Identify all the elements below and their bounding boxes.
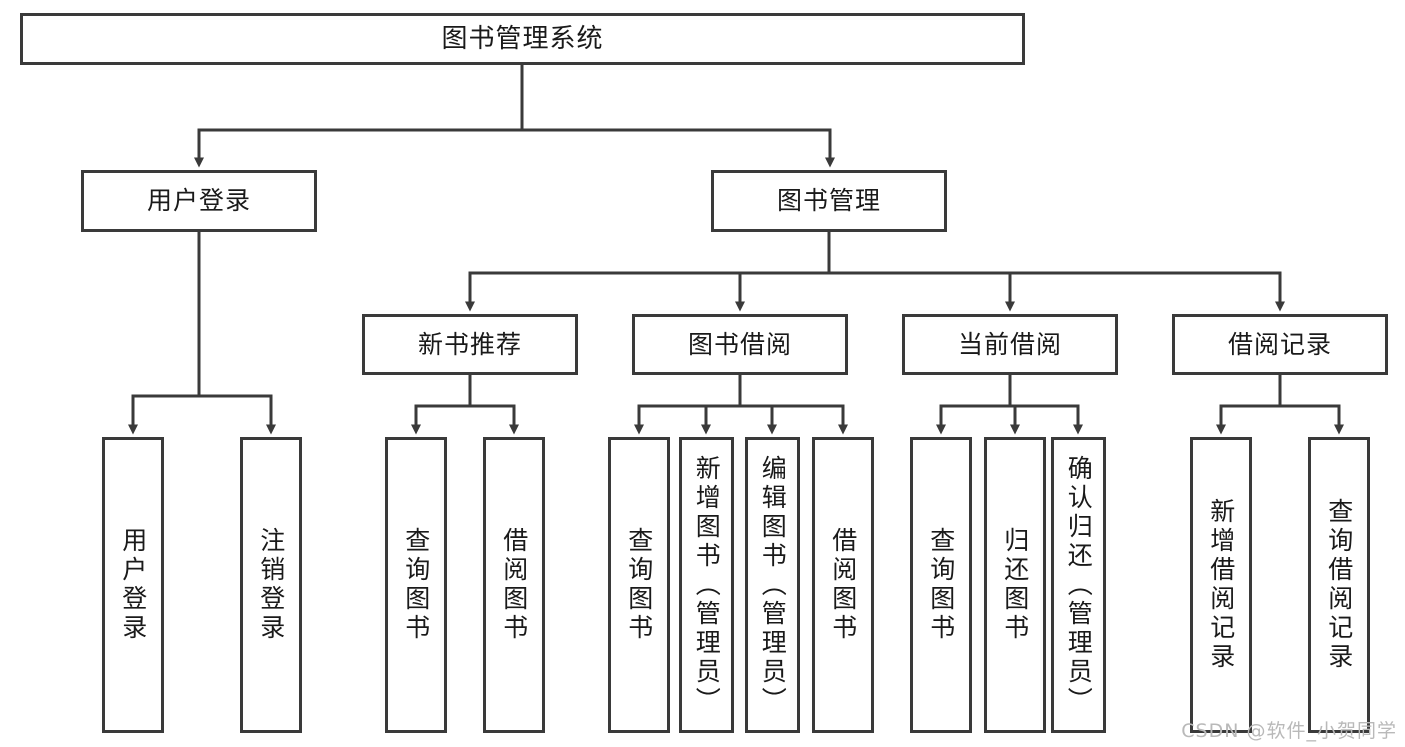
node-leaf-query-book-borrow-label: 查询图书	[624, 527, 654, 643]
node-leaf-confirm-return-admin[interactable]: 确认归还（管理员）	[1051, 437, 1106, 733]
node-leaf-borrow-book-label: 借阅图书	[828, 527, 858, 643]
csdn-watermark: CSDN @软件_小贺同学	[1181, 720, 1397, 742]
node-leaf-query-borrow-record-label: 查询借阅记录	[1324, 498, 1354, 672]
node-leaf-add-borrow-record-label: 新增借阅记录	[1206, 498, 1236, 672]
node-leaf-add-book-admin-label: 新增图书（管理员）	[692, 454, 722, 716]
node-new-book-recommend[interactable]: 新书推荐	[362, 314, 578, 375]
node-leaf-edit-book-admin[interactable]: 编辑图书（管理员）	[745, 437, 800, 733]
node-leaf-borrow-book-recommend-label: 借阅图书	[499, 527, 529, 643]
node-borrow-records[interactable]: 借阅记录	[1172, 314, 1388, 375]
node-user-login-label: 用户登录	[146, 186, 251, 216]
node-leaf-add-borrow-record[interactable]: 新增借阅记录	[1190, 437, 1252, 733]
node-leaf-user-login[interactable]: 用户登录	[102, 437, 164, 733]
node-user-login[interactable]: 用户登录	[81, 170, 317, 232]
node-leaf-query-book-recommend-label: 查询图书	[401, 527, 431, 643]
node-leaf-query-book-current[interactable]: 查询图书	[910, 437, 972, 733]
node-leaf-user-logout-label: 注销登录	[256, 527, 286, 643]
node-leaf-query-book-borrow[interactable]: 查询图书	[608, 437, 670, 733]
node-leaf-user-logout[interactable]: 注销登录	[240, 437, 302, 733]
node-book-borrow-label: 图书借阅	[687, 329, 792, 359]
node-leaf-query-book-current-label: 查询图书	[926, 527, 956, 643]
node-current-borrow[interactable]: 当前借阅	[902, 314, 1118, 375]
node-leaf-query-book-recommend[interactable]: 查询图书	[385, 437, 447, 733]
node-root-label: 图书管理系统	[441, 23, 604, 54]
node-leaf-return-book-label: 归还图书	[1000, 527, 1030, 643]
node-book-borrow[interactable]: 图书借阅	[632, 314, 848, 375]
node-book-management[interactable]: 图书管理	[711, 170, 947, 232]
node-leaf-borrow-book[interactable]: 借阅图书	[812, 437, 874, 733]
node-leaf-user-login-label: 用户登录	[118, 527, 148, 643]
node-root[interactable]: 图书管理系统	[20, 13, 1025, 65]
node-borrow-records-label: 借阅记录	[1227, 329, 1332, 359]
node-leaf-add-book-admin[interactable]: 新增图书（管理员）	[679, 437, 734, 733]
node-leaf-borrow-book-recommend[interactable]: 借阅图书	[483, 437, 545, 733]
node-leaf-query-borrow-record[interactable]: 查询借阅记录	[1308, 437, 1370, 733]
node-leaf-edit-book-admin-label: 编辑图书（管理员）	[758, 454, 788, 716]
node-current-borrow-label: 当前借阅	[957, 329, 1062, 359]
node-new-book-recommend-label: 新书推荐	[417, 329, 522, 359]
node-leaf-confirm-return-admin-label: 确认归还（管理员）	[1064, 454, 1094, 716]
node-book-management-label: 图书管理	[776, 186, 881, 216]
node-leaf-return-book[interactable]: 归还图书	[984, 437, 1046, 733]
